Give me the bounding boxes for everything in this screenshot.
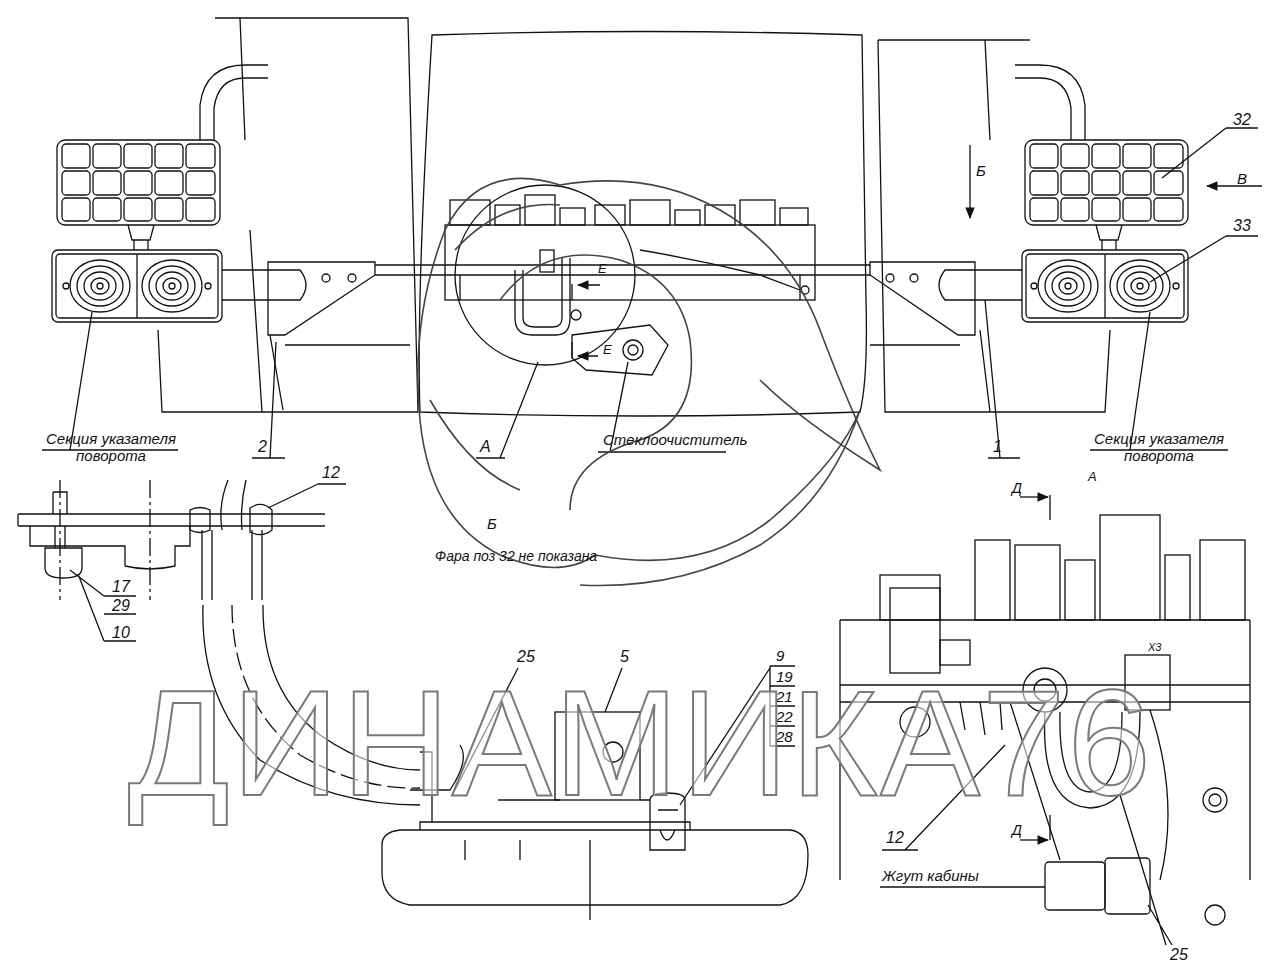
callout-number: 17 [112, 578, 130, 596]
section-letter: Е [598, 262, 607, 277]
view-letter: А [1088, 470, 1097, 485]
part-name: Жгут кабины [882, 867, 979, 884]
callout-number: 9 [776, 647, 784, 664]
callout-number: 5 [620, 648, 629, 666]
callout-number: 25 [1170, 946, 1188, 964]
callout-number: 29 [112, 597, 130, 615]
connector-name: X3 [1148, 641, 1161, 654]
callout-number: 12 [322, 464, 340, 482]
note: Фара поз 32 не показана [435, 548, 597, 564]
view-letter: Б [976, 162, 986, 179]
callout-number: 33 [1233, 217, 1251, 235]
view-letter: В [1237, 170, 1247, 187]
view-letter: А [480, 438, 491, 456]
view-letter: Б [487, 515, 497, 532]
callout-number: 10 [112, 624, 130, 642]
callout-number: 2 [258, 438, 267, 456]
section-letter: Д [1012, 822, 1022, 838]
watermark: ДИНАМИКА76 [128, 668, 1153, 818]
callout-number: 12 [886, 829, 904, 847]
callout-number: 25 [517, 648, 535, 666]
callout-number: 32 [1233, 111, 1251, 129]
part-name: Секция указателя поворота [40, 430, 182, 465]
section-letter: Е [603, 343, 612, 358]
callout-number: 1 [993, 438, 1002, 456]
part-name: Секция указателя поворота [1088, 430, 1230, 465]
section-letter: Д [1012, 480, 1022, 496]
part-name: Стеклоочиститель [603, 431, 747, 448]
